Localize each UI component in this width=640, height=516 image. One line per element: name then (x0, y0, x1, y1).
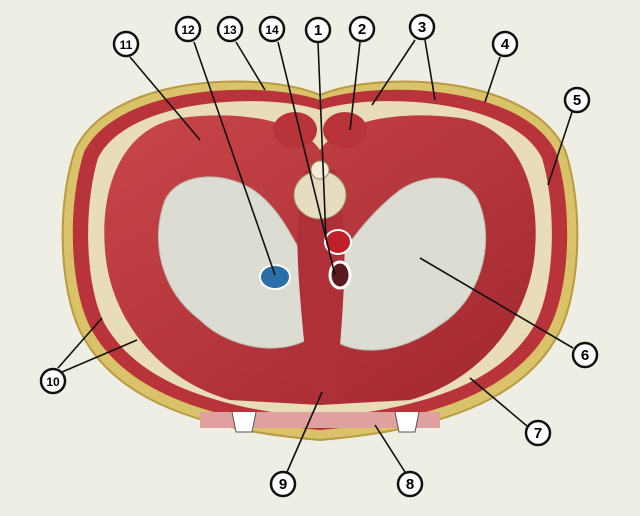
svg-text:6: 6 (581, 347, 589, 364)
svg-text:5: 5 (573, 92, 581, 109)
svg-text:1: 1 (314, 22, 322, 39)
svg-text:3: 3 (418, 19, 426, 36)
svg-text:4: 4 (501, 36, 510, 53)
label-12: 12 (174, 15, 202, 43)
aorta (324, 229, 352, 255)
svg-text:9: 9 (279, 476, 287, 493)
svg-text:7: 7 (534, 425, 542, 442)
crura (297, 170, 345, 400)
svg-text:11: 11 (120, 38, 133, 52)
label-1: 1 (304, 16, 332, 44)
label-4: 4 (491, 30, 519, 58)
vena-cava (259, 264, 291, 290)
svg-text:14: 14 (265, 23, 279, 37)
label-13: 13 (216, 15, 244, 43)
label-10: 10 (39, 367, 67, 395)
leader-lines (57, 39, 574, 473)
svg-text:10: 10 (46, 375, 60, 389)
label-6: 6 (571, 341, 599, 369)
label-11: 11 (112, 30, 140, 58)
label-7: 7 (524, 419, 552, 447)
label-2: 2 (348, 15, 376, 43)
label-8: 8 (396, 470, 424, 498)
label-5: 5 (563, 86, 591, 114)
svg-text:12: 12 (181, 23, 195, 37)
svg-text:8: 8 (406, 476, 414, 493)
svg-text:2: 2 (358, 21, 366, 38)
label-9: 9 (269, 470, 297, 498)
esophagus (328, 260, 352, 290)
label-3: 3 (408, 13, 436, 41)
label-14: 14 (258, 15, 286, 43)
svg-text:13: 13 (223, 23, 237, 37)
